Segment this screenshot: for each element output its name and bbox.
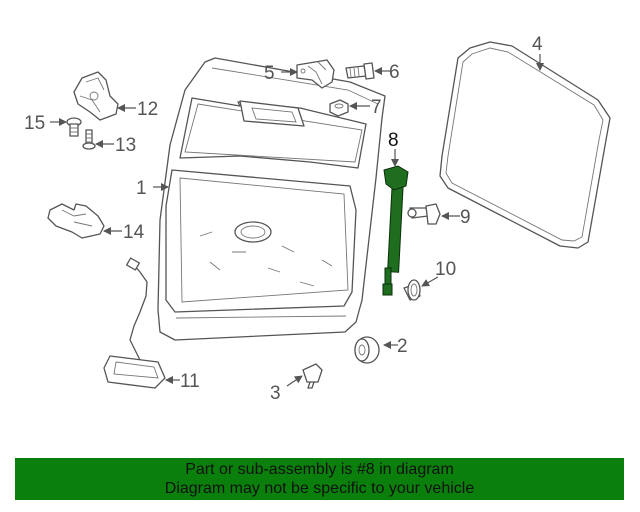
callout-2: 2 (397, 336, 408, 357)
lower-ball-stud (403, 279, 421, 301)
ball-stud (407, 203, 441, 225)
hinge-bolt (345, 62, 375, 80)
callout-4: 4 (532, 34, 543, 55)
bumper-stop (354, 336, 380, 364)
strut-lower-end (382, 283, 393, 296)
striker-bracket (47, 203, 105, 239)
latch-bolt (66, 117, 82, 137)
push-clip (302, 363, 323, 389)
hinge (296, 59, 335, 89)
info-banner: Part or sub-assembly is #8 in diagram Di… (15, 458, 624, 500)
callout-3: 3 (270, 383, 281, 404)
banner-line-1: Part or sub-assembly is #8 in diagram (185, 461, 454, 478)
callout-11: 11 (180, 371, 200, 392)
callout-13: 13 (115, 135, 136, 156)
callout-6: 6 (389, 62, 400, 83)
lamp-assembly (103, 257, 166, 389)
latch-screw (82, 129, 96, 150)
callout-1: 1 (136, 178, 147, 199)
callout-8: 8 (388, 130, 399, 151)
callout-9: 9 (460, 207, 471, 228)
hinge-nut (329, 99, 349, 117)
callout-12: 12 (137, 99, 158, 120)
parts-diagram: 1 2 3 4 5 6 7 8 9 10 11 12 13 14 15 (24, 34, 611, 404)
callout-7: 7 (371, 97, 382, 118)
callout-10: 10 (435, 259, 456, 280)
latch (73, 71, 119, 121)
weatherstrip (439, 41, 611, 249)
callout-5: 5 (264, 63, 275, 84)
strut-upper-bracket (383, 165, 409, 191)
tailgate-panel (157, 57, 386, 341)
lift-gate-strut (382, 165, 409, 296)
banner-line-2: Diagram may not be specific to your vehi… (164, 480, 475, 497)
callout-15: 15 (24, 113, 45, 134)
leader-lines (50, 54, 544, 387)
callout-14: 14 (123, 222, 145, 243)
strut-cylinder (387, 179, 404, 273)
